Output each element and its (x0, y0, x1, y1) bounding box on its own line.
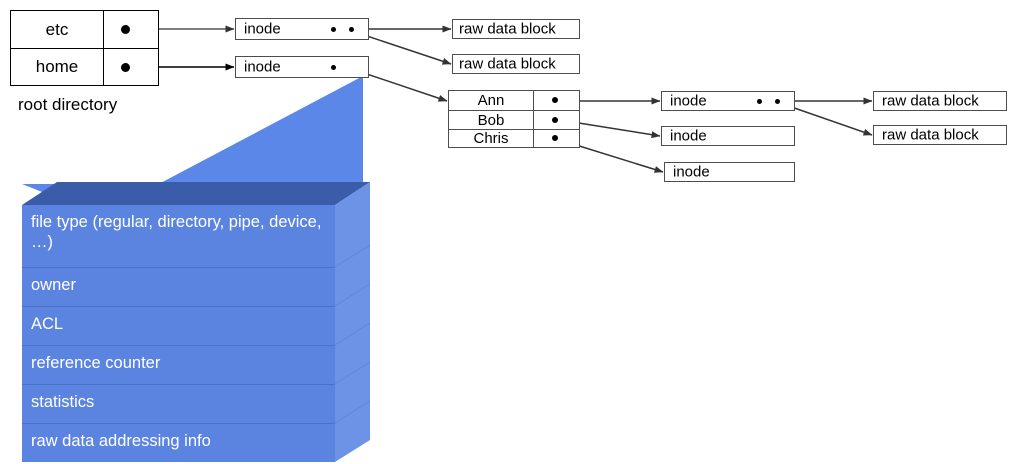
root-entry-name: home (11, 49, 104, 85)
pointer-dot-icon (552, 97, 558, 103)
raw-data-block-label: raw data block (882, 126, 979, 144)
pointer-dot-icon (349, 27, 354, 32)
raw-data-block[interactable]: raw data block (452, 54, 580, 74)
home-entry-name: Chris (449, 130, 534, 147)
pointer-dot-icon (121, 25, 130, 34)
table-row[interactable]: home (11, 48, 158, 85)
raw-data-block-label: raw data block (459, 55, 556, 73)
root-directory-table: etc home (10, 10, 159, 86)
inode-field-label: reference counter (31, 354, 161, 372)
inode-field-row: raw data addressing info (22, 423, 335, 462)
inode-label: inode (673, 163, 710, 181)
raw-data-block[interactable]: raw data block (452, 19, 580, 39)
pointer-dot-icon (552, 135, 558, 141)
pointer-dot-icon (331, 27, 336, 32)
inode-box-etc[interactable]: inode (235, 18, 369, 40)
inode-box-bob[interactable]: inode (661, 126, 795, 146)
inode-field-label: raw data addressing info (31, 432, 211, 450)
raw-data-block-label: raw data block (882, 92, 979, 110)
table-row[interactable]: Chris (449, 129, 579, 147)
inode-field-row: reference counter (22, 345, 335, 384)
inode-label: inode (670, 127, 707, 145)
inode-field-label: file type (regular, directory, pipe, dev… (31, 213, 322, 251)
pointer-dot-icon (757, 99, 762, 104)
inode-box-home[interactable]: inode (235, 56, 369, 78)
inode-label: inode (670, 92, 707, 110)
inode-field-label: ACL (31, 315, 64, 333)
table-row[interactable]: Ann (449, 91, 579, 110)
table-row[interactable]: Bob (449, 110, 579, 129)
inode-field-row: statistics (22, 384, 335, 423)
inode-box-chris[interactable]: inode (664, 162, 795, 182)
pointer-dot-icon (552, 117, 558, 123)
root-entry-name: etc (11, 11, 104, 48)
home-entry-name: Bob (449, 111, 534, 129)
pointer-dot-icon (775, 99, 780, 104)
inode-field-label: owner (31, 276, 76, 294)
pointer-dot-icon (121, 63, 130, 72)
inode-field-row: ACL (22, 306, 335, 345)
home-entry-name: Ann (449, 91, 534, 110)
raw-data-block-label: raw data block (459, 20, 556, 38)
home-entry-pointer-cell[interactable] (534, 91, 579, 110)
inode-field-row: owner (22, 267, 335, 306)
inode-box-ann[interactable]: inode (661, 91, 795, 111)
home-entry-pointer-cell[interactable] (534, 130, 579, 147)
inode-field-row: file type (regular, directory, pipe, dev… (22, 205, 335, 267)
root-entry-pointer-cell[interactable] (104, 11, 158, 48)
home-entry-pointer-cell[interactable] (534, 111, 579, 129)
home-directory-table: Ann Bob Chris (448, 90, 580, 148)
table-row[interactable]: etc (11, 11, 158, 48)
inode-detail-block: file type (regular, directory, pipe, dev… (0, 139, 380, 464)
inode-label: inode (244, 20, 281, 38)
raw-data-block[interactable]: raw data block (873, 91, 1007, 111)
root-directory-caption: root directory (18, 95, 118, 114)
root-entry-pointer-cell[interactable] (104, 49, 158, 85)
inode-field-label: statistics (31, 393, 95, 411)
pointer-dot-icon (331, 65, 336, 70)
raw-data-block[interactable]: raw data block (873, 125, 1007, 145)
inode-label: inode (244, 58, 281, 76)
